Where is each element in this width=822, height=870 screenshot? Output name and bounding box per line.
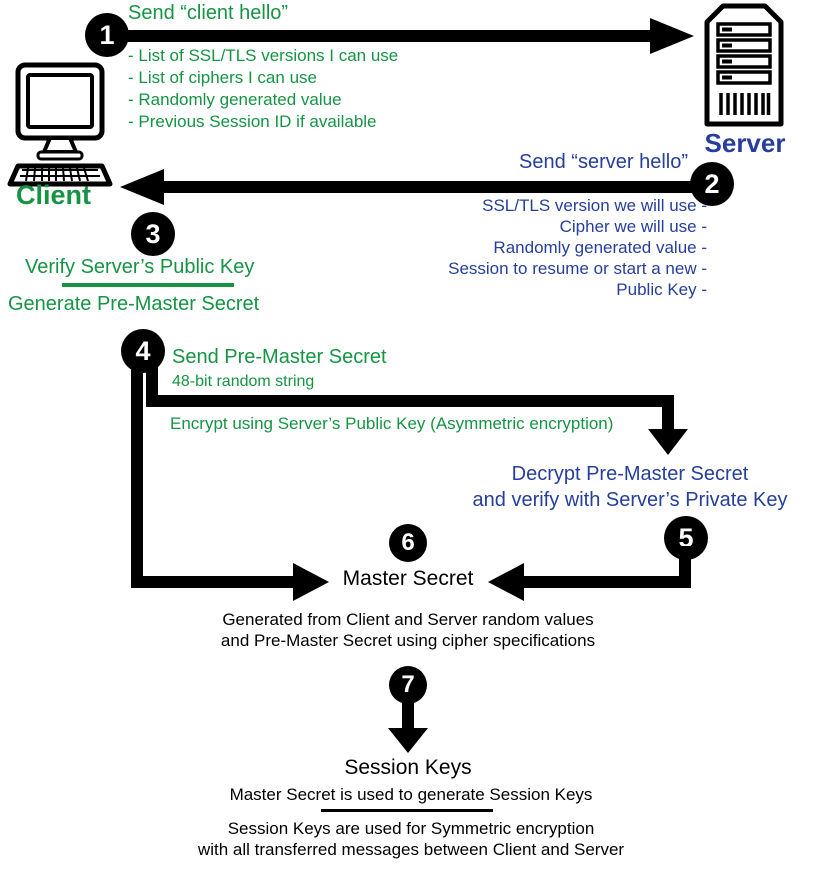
session-keys-footer-line-2: with all transferred messages between Cl… (197, 840, 625, 859)
client-hello-detail-line: - List of SSL/TLS versions I can use (128, 46, 399, 65)
arrow-step7-shaft (402, 702, 414, 730)
server-label: Server (704, 128, 786, 158)
arrow-step5-head (488, 563, 524, 601)
step-1-title: Send “client hello” (128, 2, 289, 24)
generate-premaster-text: Generate Pre-Master Secret (8, 293, 260, 315)
decrypt-line-2: and verify with Server’s Private Key (472, 489, 788, 511)
arrow-client-to-server-head (650, 18, 694, 54)
client-hello-details: - List of SSL/TLS versions I can use - L… (128, 45, 398, 133)
server-icon (704, 3, 784, 127)
verify-public-key-text: Verify Server’s Public Key (25, 256, 255, 278)
session-keys-footer: Session Keys are used for Symmetric encr… (111, 818, 711, 860)
encrypt-note: Encrypt using Server’s Public Key (Asymm… (170, 414, 614, 433)
server-hello-details: SSL/TLS version we will use - Cipher we … (448, 195, 707, 300)
server-hello-detail-line: Session to resume or start a new - (448, 259, 707, 278)
arrow-server-to-client-head (120, 169, 164, 205)
client-hello-detail-line: - Randomly generated value (128, 90, 342, 109)
session-keys-title: Session Keys (344, 756, 472, 779)
client-computer-icon (7, 62, 113, 187)
arrow-premaster-horizontal (146, 395, 674, 407)
step-2-badge: 2 (690, 162, 734, 206)
session-keys-footer-line-1: Session Keys are used for Symmetric encr… (227, 819, 595, 838)
arrow-step4-long-vertical (131, 368, 143, 588)
client-hello-detail-line: - List of ciphers I can use (128, 68, 317, 87)
arrow-premaster-head (648, 429, 688, 455)
arrow-step7-head (388, 728, 428, 753)
bottom-divider (321, 809, 493, 812)
master-secret-description: Generated from Client and Server random … (108, 609, 708, 651)
step-2-title: Send “server hello” (519, 151, 688, 173)
client-hello-detail-line: - Previous Session ID if available (128, 112, 377, 131)
master-secret-desc-line-1: Generated from Client and Server random … (222, 610, 594, 629)
client-label: Client (16, 180, 92, 210)
arrow-step4-long-horizontal (131, 576, 293, 588)
server-hello-detail-line: Cipher we will use - (559, 217, 707, 236)
step-3-badge: 3 (131, 212, 175, 256)
session-keys-description: Master Secret is used to generate Sessio… (229, 785, 593, 804)
server-hello-detail-line: Public Key - (616, 280, 707, 299)
step-7-badge: 7 (389, 666, 427, 704)
step-4-title: Send Pre-Master Secret (172, 346, 387, 368)
arrow-step5-horizontal (524, 576, 691, 588)
arrow-premaster-vertical (662, 395, 674, 431)
arrow-client-to-server-shaft (120, 30, 656, 42)
master-secret-desc-line-2: and Pre-Master Secret using cipher speci… (220, 631, 596, 650)
green-underline (62, 283, 234, 287)
decrypt-line-1: Decrypt Pre-Master Secret (511, 463, 749, 485)
step-4-badge: 4 (121, 329, 165, 373)
arrow-server-to-client-shaft (162, 181, 694, 193)
server-hello-detail-line: Randomly generated value - (493, 238, 707, 257)
decrypt-text: Decrypt Pre-Master Secret and verify wit… (440, 461, 820, 513)
arrow-step4-long-head (293, 563, 329, 601)
server-hello-detail-line: SSL/TLS version we will use - (482, 196, 707, 215)
step-4-subtitle: 48-bit random string (172, 373, 315, 390)
step-6-badge: 6 (389, 524, 427, 562)
master-secret-title: Master Secret (342, 567, 474, 590)
